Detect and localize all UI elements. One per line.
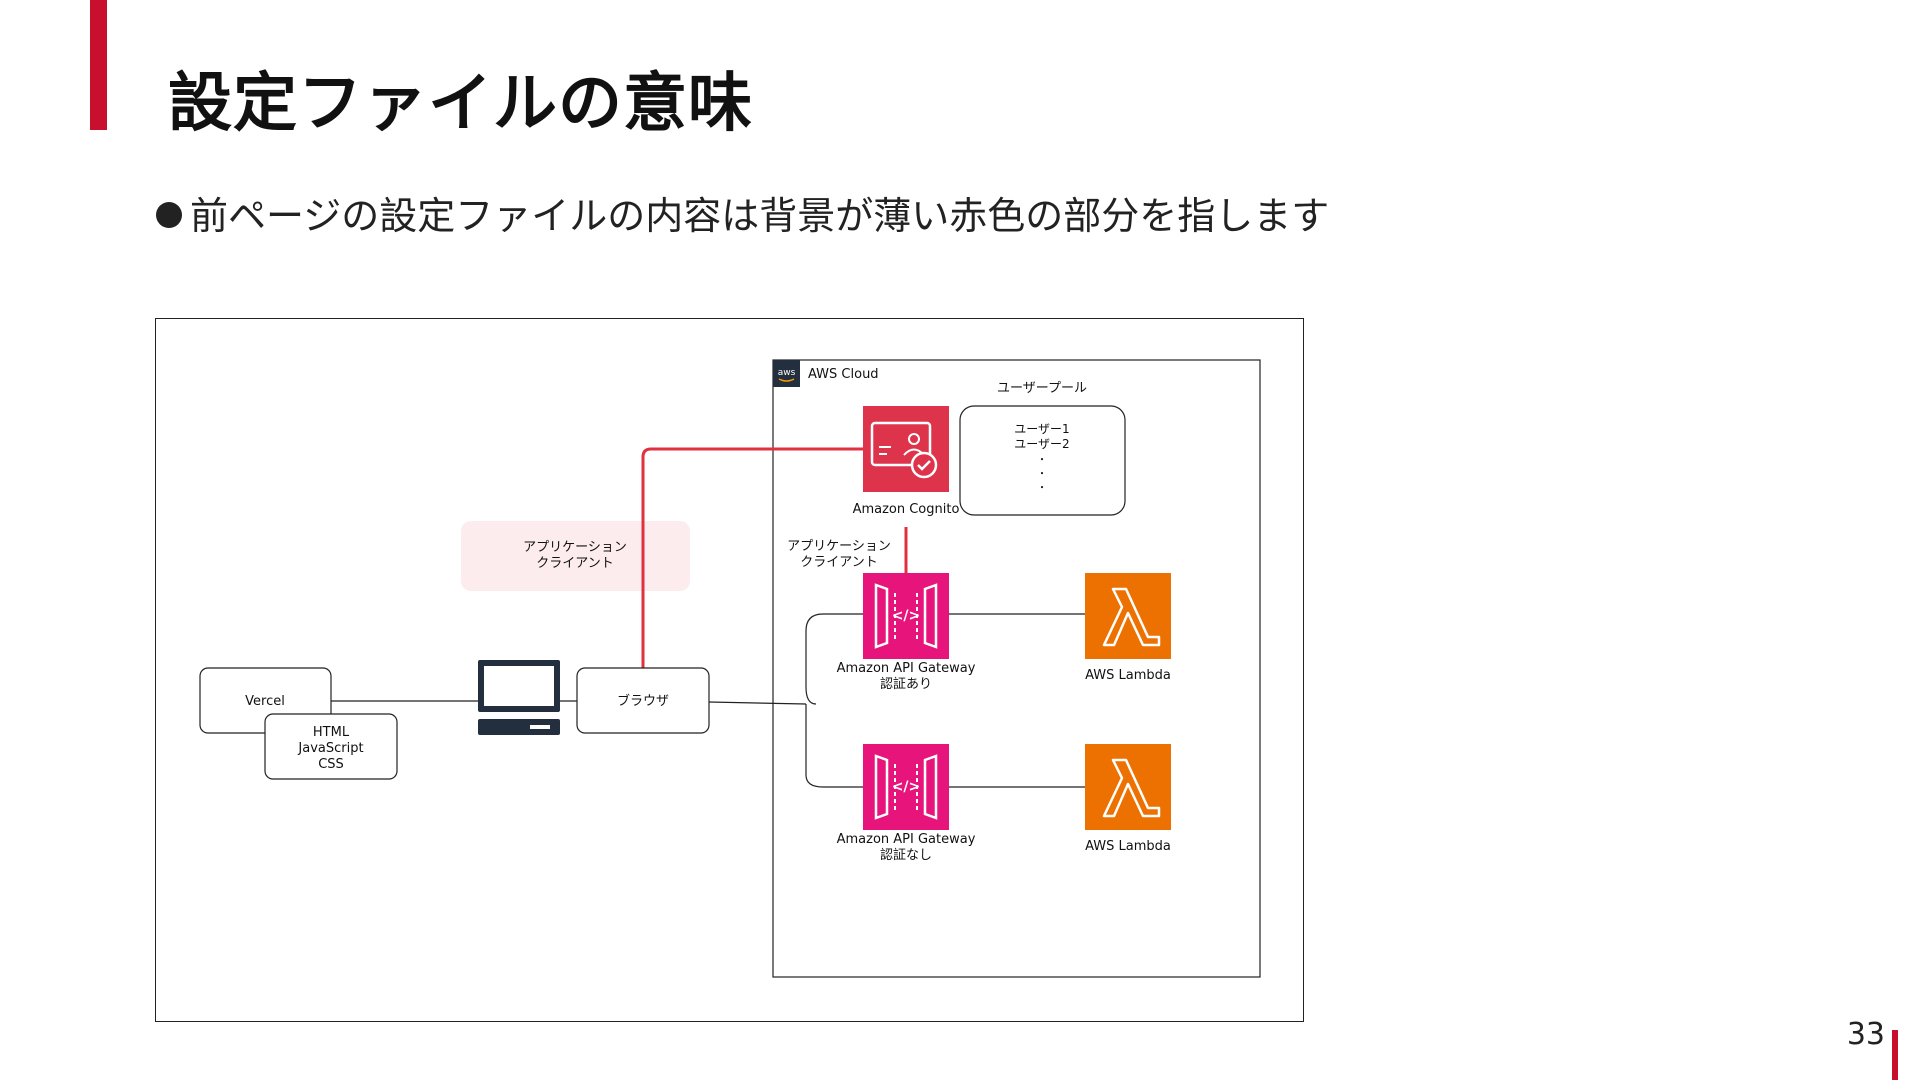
bullet-dot-icon xyxy=(156,201,182,228)
bullet-text: 前ページの設定ファイルの内容は背景が薄い赤色の部分を指します xyxy=(190,194,1330,238)
api-gateway-auth-sublabel: 認証あり xyxy=(880,676,932,692)
app-client-highlight-line1: アプリケーション xyxy=(523,540,627,555)
aws-cloud-group xyxy=(772,359,1261,978)
lambda-label-2: AWS Lambda xyxy=(1085,839,1171,854)
static-files-box xyxy=(264,713,398,780)
user-pool-ellipsis-1: ・ xyxy=(1037,455,1047,466)
lambda-icon xyxy=(1085,573,1171,659)
static-file-js: JavaScript xyxy=(297,741,363,756)
app-client-highlight-line2: クライアント xyxy=(536,556,613,571)
computer-icon xyxy=(478,660,560,735)
title-accent-bar xyxy=(90,0,107,130)
user-pool-ellipsis-3: ・ xyxy=(1037,483,1047,494)
gateway-branch-line xyxy=(805,613,824,788)
cognito-label: Amazon Cognito xyxy=(853,502,960,517)
user-pool-ellipsis-2: ・ xyxy=(1037,469,1047,480)
aws-logo-icon: aws xyxy=(773,360,800,387)
architecture-diagram: aws AWS Cloud アプリケーション クライアント ユーザープール ユー… xyxy=(155,318,1304,1022)
static-file-css: CSS xyxy=(318,757,344,772)
api-gateway-icon: </> xyxy=(863,744,949,830)
api-gateway-auth-label: Amazon API Gateway xyxy=(837,661,976,676)
api-gateway-noauth-sublabel: 認証なし xyxy=(880,847,932,863)
svg-text:</>: </> xyxy=(892,779,921,795)
browser-box xyxy=(576,667,710,734)
lambda-label-1: AWS Lambda xyxy=(1085,668,1171,683)
vercel-label: Vercel xyxy=(245,694,285,709)
browser-to-cognito-line xyxy=(641,447,863,668)
user-pool-label: ユーザープール xyxy=(997,381,1087,396)
svg-text:</>: </> xyxy=(892,608,921,624)
app-client-label-line2: クライアント xyxy=(800,555,877,570)
lambda-icon xyxy=(1085,744,1171,830)
user-pool-box xyxy=(959,405,1126,516)
api-gateway-icon: </> xyxy=(863,573,949,659)
svg-text:aws: aws xyxy=(778,368,796,378)
api-gateway-noauth-label: Amazon API Gateway xyxy=(837,832,976,847)
browser-to-gateways-line xyxy=(708,701,807,705)
browser-label: ブラウザ xyxy=(617,693,669,709)
page-number: 33 xyxy=(1846,1017,1885,1052)
user-pool-item-1: ユーザー1 xyxy=(1014,422,1069,436)
bullet-item: 前ページの設定ファイルの内容は背景が薄い赤色の部分を指します xyxy=(156,185,1329,240)
diagram-canvas: aws AWS Cloud アプリケーション クライアント ユーザープール ユー… xyxy=(199,359,1261,978)
app-client-highlight-box xyxy=(461,521,690,591)
app-client-label-line1: アプリケーション xyxy=(787,539,891,554)
page-title: 設定ファイルの意味 xyxy=(168,67,753,141)
static-file-html: HTML xyxy=(313,725,350,740)
aws-cloud-label: AWS Cloud xyxy=(808,367,879,382)
page-number-accent-bar xyxy=(1892,1030,1898,1080)
cognito-icon xyxy=(863,406,949,492)
user-pool-item-2: ユーザー2 xyxy=(1014,437,1069,451)
